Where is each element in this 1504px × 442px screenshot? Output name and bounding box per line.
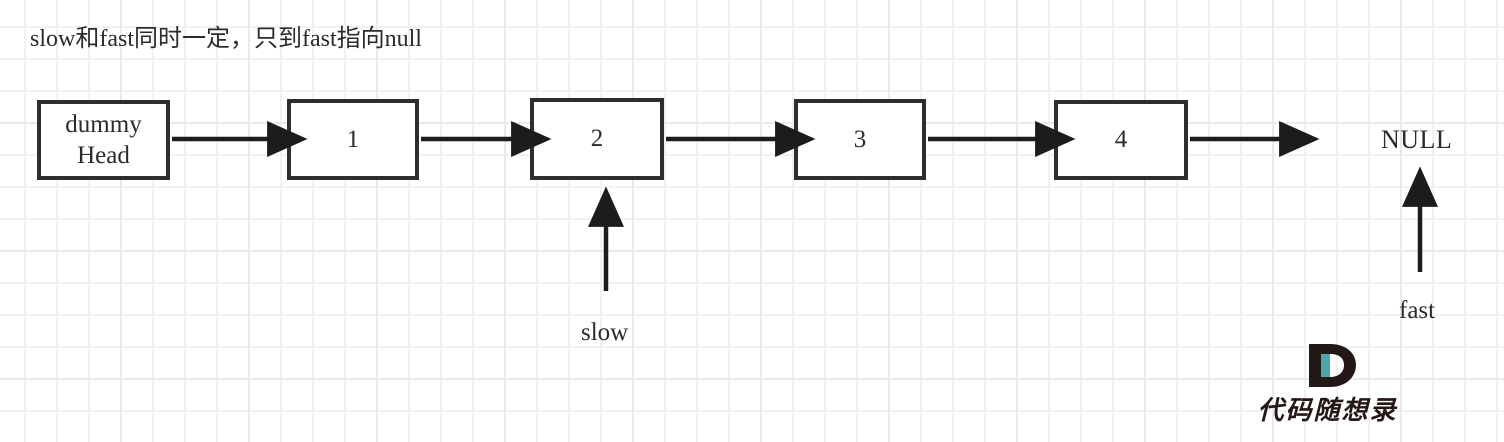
diagram-caption: slow和fast同时一定，只到fast指向null bbox=[30, 26, 422, 52]
node-label-4: 4 bbox=[1114, 126, 1128, 154]
linked-list-node-2: 2 bbox=[530, 98, 664, 180]
node-label-3: 3 bbox=[853, 125, 867, 153]
node-label-2: 2 bbox=[590, 125, 604, 153]
pointer-label-slow: slow bbox=[581, 319, 629, 346]
watermark: 代码随想录 bbox=[1245, 340, 1410, 435]
node-label-1: 1 bbox=[346, 125, 360, 153]
pointer-label-fast: fast bbox=[1399, 297, 1436, 324]
linked-list-node-4: 4 bbox=[1054, 100, 1188, 180]
null-terminal-label: NULL bbox=[1381, 125, 1453, 154]
watermark-text: 代码随想录 bbox=[1257, 396, 1398, 426]
watermark-logo-icon bbox=[1309, 344, 1356, 387]
